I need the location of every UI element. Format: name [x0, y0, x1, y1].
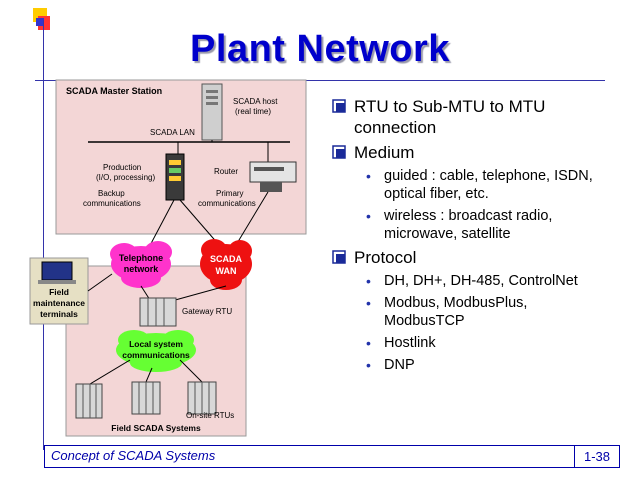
backup-label: Backup — [98, 189, 125, 198]
dot-bullet-icon: • — [366, 273, 371, 289]
square-bullet-icon — [332, 99, 346, 113]
dot-bullet-icon: • — [366, 335, 371, 351]
onsite-rtu-icon — [131, 381, 161, 415]
bullet-list: RTU to Sub-MTU to MTU connection Medium … — [332, 96, 602, 378]
slide-logo-icon — [33, 8, 50, 30]
telephone-label: Telephone — [119, 253, 163, 263]
bullet-text: Protocol — [354, 248, 417, 267]
square-bullet-icon — [332, 250, 346, 264]
gateway-rtu-label: Gateway RTU — [182, 307, 232, 316]
field-terminal-box — [29, 257, 89, 325]
telephone-network-cloud — [110, 241, 172, 288]
horizontal-rule — [35, 80, 605, 81]
sub-bullet-item: • Modbus, ModbusPlus, ModbusTCP — [332, 294, 602, 330]
sub-bullet-item: • Hostlink — [332, 334, 602, 352]
scada-host-label: SCADA host — [233, 97, 278, 106]
scada-network-diagram: SCADA Master Station SCADA host (real ti… — [29, 79, 307, 437]
terminals-label: terminals — [40, 309, 78, 319]
sub-bullet-text: wireless : broadcast radio, microwave, s… — [384, 208, 553, 242]
primary-comm-label: communications — [198, 199, 256, 208]
telephone-network-label: network — [124, 264, 160, 274]
sub-bullet-text: DNP — [384, 357, 415, 373]
sub-bullet-item: • wireless : broadcast radio, microwave,… — [332, 207, 602, 243]
router-label: Router — [214, 167, 238, 176]
onsite-rtu-icon — [75, 383, 103, 419]
dot-bullet-icon: • — [366, 357, 371, 373]
sub-bullet-item: • guided : cable, telephone, ISDN, optic… — [332, 167, 602, 203]
gateway-rtu-icon — [139, 297, 177, 327]
scada-lan-label: SCADA LAN — [150, 128, 195, 137]
scada-wan-label-2: WAN — [216, 266, 237, 276]
slide-footer: Concept of SCADA Systems 1-38 — [44, 445, 620, 468]
footer-text: Concept of SCADA Systems — [51, 448, 216, 463]
sub-bullet-text: DH, DH+, DH-485, ControlNet — [384, 273, 578, 289]
bullet-item: Medium — [332, 142, 602, 163]
sub-bullet-text: Hostlink — [384, 335, 436, 351]
onsite-rtus-label: On-site RTUs — [186, 411, 234, 420]
sub-bullet-text: Modbus, ModbusPlus, ModbusTCP — [384, 295, 528, 329]
field-label: Field — [49, 287, 69, 297]
bullet-text: RTU to Sub-MTU to MTU connection — [354, 97, 546, 137]
bullet-text: Medium — [354, 143, 415, 162]
scada-wan-label-1: SCADA — [210, 254, 243, 264]
slide-title: Plant Network — [190, 28, 450, 70]
router-icon — [249, 161, 297, 192]
dot-bullet-icon: • — [366, 208, 371, 224]
bullet-item: Protocol — [332, 247, 602, 268]
local-comm-label: communications — [122, 350, 190, 360]
onsite-rtu-icon — [187, 381, 217, 415]
page-number: 1-38 — [574, 446, 619, 467]
dot-bullet-icon: • — [366, 295, 371, 311]
backup-comm-label: communications — [83, 199, 141, 208]
local-system-label: Local system — [129, 339, 183, 349]
production-server-icon — [165, 153, 185, 201]
bullet-item: RTU to Sub-MTU to MTU connection — [332, 96, 602, 138]
dot-bullet-icon: • — [366, 168, 371, 184]
master-station-label: SCADA Master Station — [66, 86, 162, 96]
sub-bullet-item: • DH, DH+, DH-485, ControlNet — [332, 272, 602, 290]
scada-wan-cloud — [200, 239, 252, 290]
laptop-icon — [38, 261, 76, 284]
primary-label: Primary — [216, 189, 244, 198]
sub-bullet-text: guided : cable, telephone, ISDN, optical… — [384, 168, 593, 202]
maintenance-label: maintenance — [33, 298, 85, 308]
real-time-label: (real time) — [235, 107, 271, 116]
vertical-rule — [43, 20, 44, 450]
local-system-cloud — [116, 330, 196, 372]
production-label: Production — [103, 163, 141, 172]
io-processing-label: (I/O, processing) — [96, 173, 155, 182]
sub-bullet-item: • DNP — [332, 356, 602, 374]
square-bullet-icon — [332, 145, 346, 159]
field-systems-label: Field SCADA Systems — [111, 423, 201, 433]
scada-host-icon — [201, 83, 223, 141]
